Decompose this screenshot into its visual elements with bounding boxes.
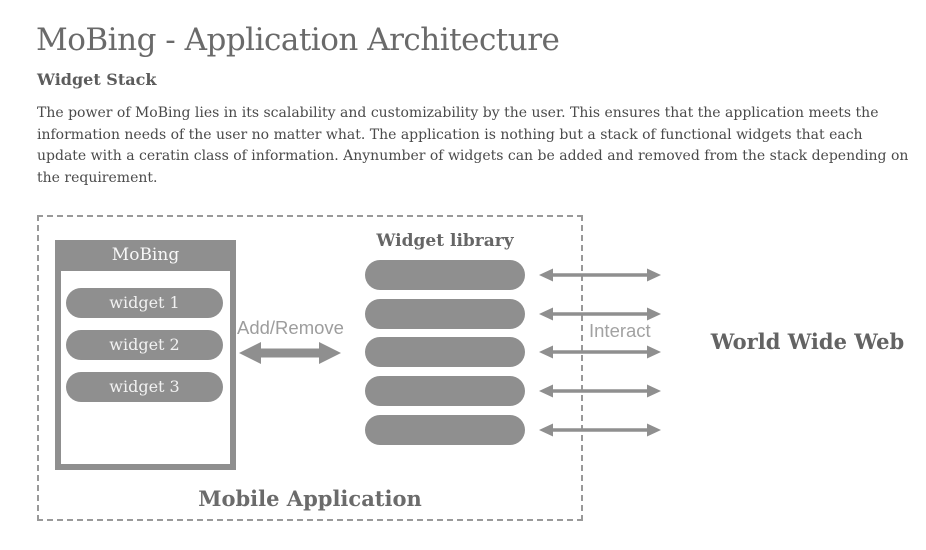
library-slot-2 [365,299,525,329]
world-wide-web-label: World Wide Web [710,329,905,354]
page-title: MoBing - Application Architecture [36,22,560,58]
interact-arrow-2 [539,307,661,321]
page-description: The power of MoBing lies in its scalabil… [37,105,909,186]
widget-library-label: Widget library [376,231,514,251]
widget-pill-1: widget 1 [66,288,223,318]
add-remove-label: Add/Remove [237,317,344,338]
interact-arrow-4 [539,384,661,398]
widget-pill-3: widget 3 [66,372,223,402]
mobile-application-label: Mobile Application [198,486,422,511]
library-slot-1 [365,260,525,290]
widget-pill-2: widget 2 [66,330,223,360]
library-slot-4 [365,376,525,406]
mobile-application-container [37,215,583,521]
add-remove-double-arrow-icon [239,342,341,364]
library-slot-3 [365,337,525,367]
phone-title-bar: MoBing [55,240,236,271]
interact-label: Interact [589,320,651,341]
interact-arrow-1 [539,268,661,282]
interact-arrow-3 [539,345,661,359]
page-subtitle: Widget Stack [37,70,157,89]
interact-arrow-5 [539,423,661,437]
library-slot-5 [365,415,525,445]
